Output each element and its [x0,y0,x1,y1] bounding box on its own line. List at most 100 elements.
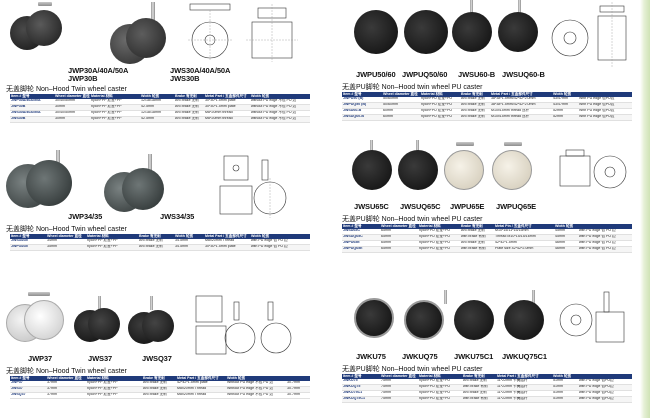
section-jwp37: JWP37 JWS37 JWSQ37 无盖脚轮 Non–Hood Twin wh… [0,288,312,418]
caster-wheel-photo-icon [26,160,72,206]
item-number-cell: JWSUQ65C [342,234,380,241]
table-cell: 42*42*1.5mm plate [176,380,226,387]
model-label: JWKU75 [356,352,386,361]
column-header: Item # 型号 [10,376,46,381]
column-header: Wheel diameter 直径 [54,94,90,99]
table-cell: with PU edge 包PU边 [578,390,632,397]
table-cell: nylon+PP 尼龙+PP [90,104,140,111]
table-cell: w/o brake 无刹 [460,240,494,247]
table-cell: 35mm [46,244,86,251]
table-cell: with PU edge 包PU边 [578,378,632,385]
table-cell: nylon+PP 尼龙+PP [90,116,140,123]
column-header: Width 轮宽 [226,376,286,381]
top-plate [28,292,50,296]
column-header: Metal Part / 五金部件尺寸 [204,94,250,99]
table-cell: nylon+PP 尼龙+PP [90,98,140,105]
technical-drawing-icon [190,292,302,358]
table-cell: 30/40/50mm [54,98,90,105]
table-cell: w/o brake 无刹 [174,98,204,105]
column-header: Brake 有无刹 [142,376,176,381]
section-subtitle: 无盖脚轮 Non–Hood Twin wheel caster [6,226,127,233]
column-header [578,92,632,97]
table-cell: nylon+PU 尼龙+PU [420,114,460,121]
model-label: JWP37 [28,354,53,363]
table-cell: M10x15mm thread 丝杆 [490,108,552,115]
caster-wheel-photo-icon [352,150,392,190]
item-number-cell: JWSU60-B [342,108,382,115]
model-label: JWS34/35 [160,212,195,221]
thread-stem [532,290,535,304]
item-number-cell: JWS37 [10,386,46,393]
top-plate [38,2,52,6]
thread-stem [151,2,155,20]
table-cell: w/o brake 无刹 [174,110,204,117]
caster-wheel-photo-icon [404,300,444,340]
spec-table: Item # 型号 Wheel diameter 直径 Material 材料 … [10,376,310,399]
column-header: Metal Part / 五金部件尺寸 [490,92,552,97]
table-cell: w/o brake 无刹 [138,244,174,251]
model-label: JWKU75C1 [454,352,494,361]
table-cell: nylon+PU 尼龙+PU [418,384,462,391]
table-cell: 42*42*1.5mm [494,240,554,247]
table-cell: 52mm [552,108,578,115]
thread-stem [518,0,521,14]
item-number-cell: JWSUQ60-B [342,114,382,121]
spec-table: Item # 型号 Wheel diameter 直径 Material 材料 … [10,234,310,251]
table-cell: nylon+PU 尼龙+PU [418,390,462,397]
table-cell: M8x20mm Thread [204,238,250,245]
model-label: JWP30A/40A/50A [68,66,129,75]
table-cell: With PU edge 包PU边 [578,96,632,103]
item-number-cell: JWS34/35 [10,238,46,245]
column-header: Wheel diameter 直径 [380,224,418,229]
thread-stem [148,154,152,172]
table-cell: With PU edge 包PU边 [578,108,632,115]
model-label: JWSUQ65C [400,202,441,211]
table-cell: 65mm [380,246,418,253]
column-header: Item # 型号 [10,94,54,99]
column-header: Width 轮宽 [552,92,578,97]
table-cell: without PU edge 不包 PU 边 [250,104,310,111]
item-number-cell: JWKU75C1 [342,390,380,397]
technical-drawing-icon [548,142,632,204]
column-header: Wheel diameter 直径 [46,376,86,381]
column-header [578,374,632,379]
table-cell: 30.7mm [286,386,310,393]
column-header: Brake 有无刹 [460,224,494,229]
item-number-cell: JWPUQ50 (B) [342,102,382,109]
column-header: Material 材料 [86,234,138,239]
table-cell: 51mm [552,384,578,391]
caster-wheel-photo-icon [504,300,544,340]
table-cell: nylon+PU 尼龙+PU [418,246,460,253]
table-cell: 30*30*1.5mm plate [204,244,250,251]
model-label: JWPUQ50/60 [402,70,448,79]
column-header: Item # 型号 [342,92,382,97]
table-cell: 30/40/50mm [54,110,90,117]
table-cell: 37mm [46,380,86,387]
decorative-side-stripe [640,0,650,418]
item-number-cell: JWS30A/40A/50A [10,110,54,117]
table-cell: 38*38*1.5mm/42*42*2.0mm [490,102,552,109]
table-cell: 43/47mm [552,96,578,103]
item-number-cell: JWKU75 [342,378,380,385]
section-subtitle: 无盖PU脚轮 Non–Hood twin wheel PU caster [342,366,483,373]
table-cell: 60mm [382,108,420,115]
model-label: JWP34/35 [68,212,103,221]
table-cell: without PU edge 不包 PU 边 [250,110,310,117]
thread-stem [470,0,473,14]
top-plate [456,142,474,146]
column-header: Material 材料 [420,92,460,97]
column-header: Brake 有无刹 [138,234,174,239]
column-header: Width 轮宽 [250,94,310,99]
model-label: JWS30B [170,74,200,83]
table-cell: 75mm [380,378,418,385]
caster-wheel-photo-icon [126,18,166,58]
table-cell: w/o brake 无刹 [142,392,176,399]
table-cell: w/o brake 无刹 [462,390,496,397]
table-cell: M8x20mm Thread [176,392,226,399]
